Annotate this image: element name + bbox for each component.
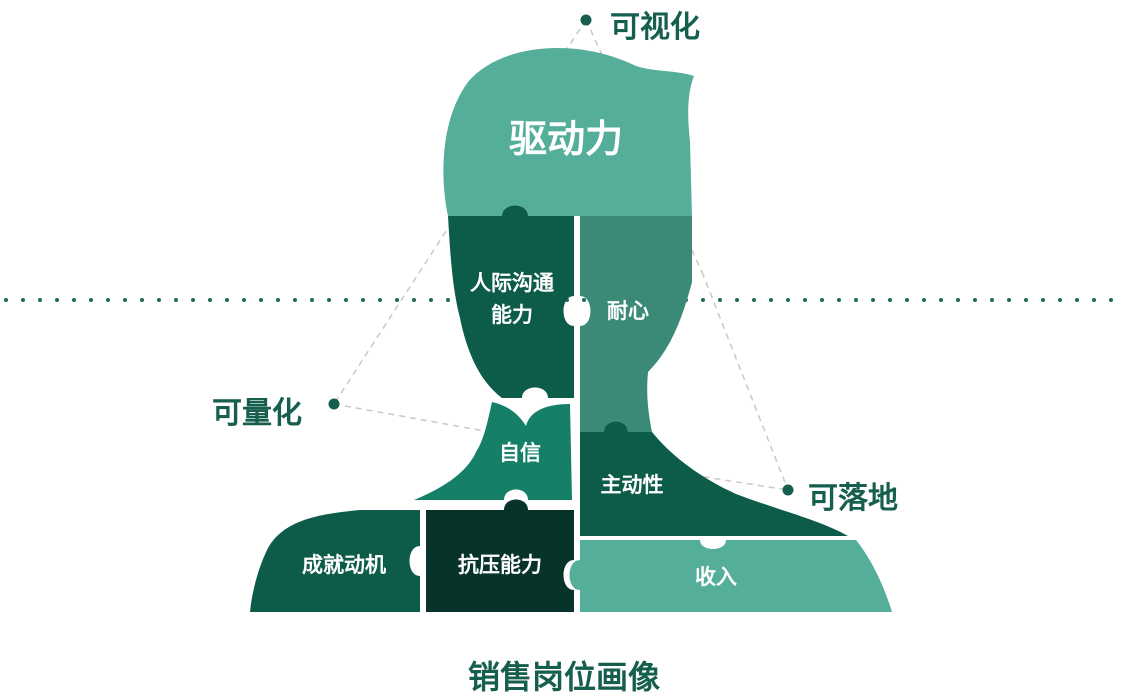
label-stress: 抗压能力 (458, 553, 542, 577)
piece-communication (448, 205, 574, 398)
annotation-visualizable: 可视化 (610, 10, 700, 45)
dot-implementable (782, 484, 794, 496)
dot-quantifiable (328, 398, 340, 410)
piece-stress (426, 499, 574, 612)
label-communication-line1: 人际沟通 (470, 271, 554, 295)
annotation-quantifiable: 可量化 (212, 396, 302, 431)
label-initiative: 主动性 (601, 473, 664, 497)
label-communication-line2: 能力 (491, 303, 533, 327)
dot-visualizable (580, 14, 592, 26)
label-achievement: 成就动机 (302, 553, 386, 577)
piece-income (569, 540, 892, 612)
label-drive: 驱动力 (509, 117, 623, 161)
piece-initiative (580, 421, 848, 536)
label-income: 收入 (695, 565, 737, 589)
label-confidence: 自信 (499, 441, 541, 465)
piece-drive (443, 47, 694, 216)
annotation-implementable: 可落地 (808, 481, 898, 516)
piece-patience (580, 216, 692, 432)
label-patience: 耐心 (607, 299, 649, 323)
piece-confidence (414, 402, 572, 500)
diagram-caption: 销售岗位画像 (467, 658, 660, 696)
piece-achievement (250, 510, 420, 612)
